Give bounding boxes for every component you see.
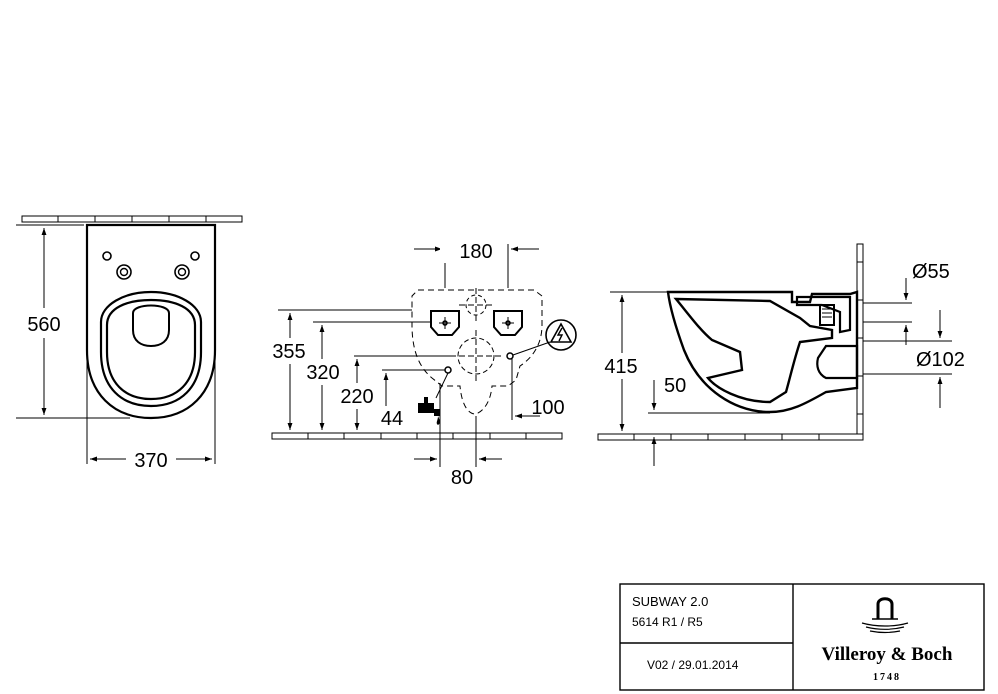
front-bowl-rim [105, 298, 197, 401]
front-view [16, 215, 243, 464]
fixing-hole-small-left [102, 251, 112, 261]
dim-180-label: 180 [459, 241, 492, 263]
fixing-hole-left-outer [116, 264, 132, 280]
version-date: V02 / 29.01.2014 [647, 658, 739, 672]
side-flush-channel [795, 295, 852, 334]
waste-connection-circle [457, 337, 495, 375]
fixing-plate-right [493, 310, 523, 336]
fixing-hole-left-inner [119, 267, 129, 277]
front-bowl-well [132, 304, 170, 348]
model-numbers: 5614 R1 / R5 [632, 615, 703, 629]
side-waste-outlet [816, 344, 859, 380]
dim-102-label: Ø102 [916, 349, 965, 371]
dim-80-label: 80 [451, 467, 473, 489]
side-view [597, 243, 952, 466]
warning-icon [545, 319, 577, 351]
fixing-hole-right-outer [174, 264, 190, 280]
water-supply-point [444, 366, 452, 374]
dim-370-label: 370 [134, 450, 167, 472]
villeroy-boch-logo-icon [861, 597, 909, 634]
front-wall-band [21, 215, 243, 223]
product-name: SUBWAY 2.0 [632, 594, 708, 609]
side-floor-band [597, 433, 864, 441]
dim-355-label: 355 [272, 341, 305, 363]
title-block [619, 583, 985, 691]
installation-view [271, 244, 563, 467]
water-tap-icon [418, 397, 440, 425]
fixing-hole-right-inner [177, 267, 187, 277]
dim-50-label: 50 [664, 375, 686, 397]
fixing-plate-left [430, 310, 460, 336]
installation-floor-band [271, 432, 563, 440]
dim-320-label: 320 [306, 362, 339, 384]
dim-100-label: 100 [531, 397, 564, 419]
electric-point [506, 352, 514, 360]
front-bowl-outline [85, 223, 217, 420]
side-ceramic-outer [666, 290, 859, 414]
dim-415-label: 415 [604, 356, 637, 378]
ceramic-outline-dashed [411, 289, 543, 415]
front-bowl-inner-outline [99, 290, 203, 408]
side-ceramic-inner [673, 297, 834, 404]
brand-year: 1748 [873, 672, 901, 683]
dim-55-label: Ø55 [912, 261, 950, 283]
dim-44-label: 44 [381, 408, 403, 430]
dim-560-label: 560 [27, 314, 60, 336]
fixing-hole-small-right [190, 251, 200, 261]
dim-220-label: 220 [340, 386, 373, 408]
side-flush-inlet [819, 304, 835, 326]
brand-name: Villeroy & Boch [822, 644, 953, 665]
